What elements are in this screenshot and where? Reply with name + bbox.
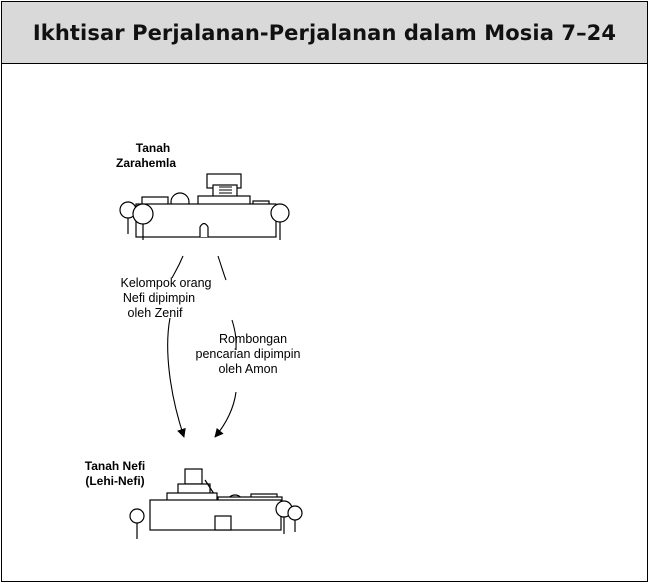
zarahemla-label-line1: Tanah	[136, 141, 170, 155]
journey-arrows	[167, 255, 237, 438]
nephi-city-illustration	[129, 468, 303, 539]
journey-amon-line3: oleh Amon	[218, 362, 277, 376]
zarahemla-city-illustration	[119, 173, 290, 240]
journey-zenif-line2: Nefi dipimpin	[123, 291, 195, 305]
journey-zenif-label: Kelompok orang Nefi dipimpin oleh Zenif	[120, 276, 211, 320]
page-title: Ikhtisar Perjalanan-Perjalanan dalam Mos…	[2, 2, 647, 64]
journey-zenif-line1: Kelompok orang	[120, 276, 211, 290]
nephi-label-line2: (Lehi-Nefi)	[85, 474, 144, 488]
journey-amon-line2: pencarian dipimpin	[196, 347, 301, 361]
journey-amon-line1: Rombongan	[219, 332, 287, 346]
journey-zenif-line3: oleh Zenif	[128, 306, 183, 320]
journey-amon-label: Rombongan pencarian dipimpin oleh Amon	[196, 332, 301, 376]
zarahemla-label-line2: Zarahemla	[116, 156, 176, 170]
nephi-label-line1: Tanah Nefi	[85, 459, 145, 473]
